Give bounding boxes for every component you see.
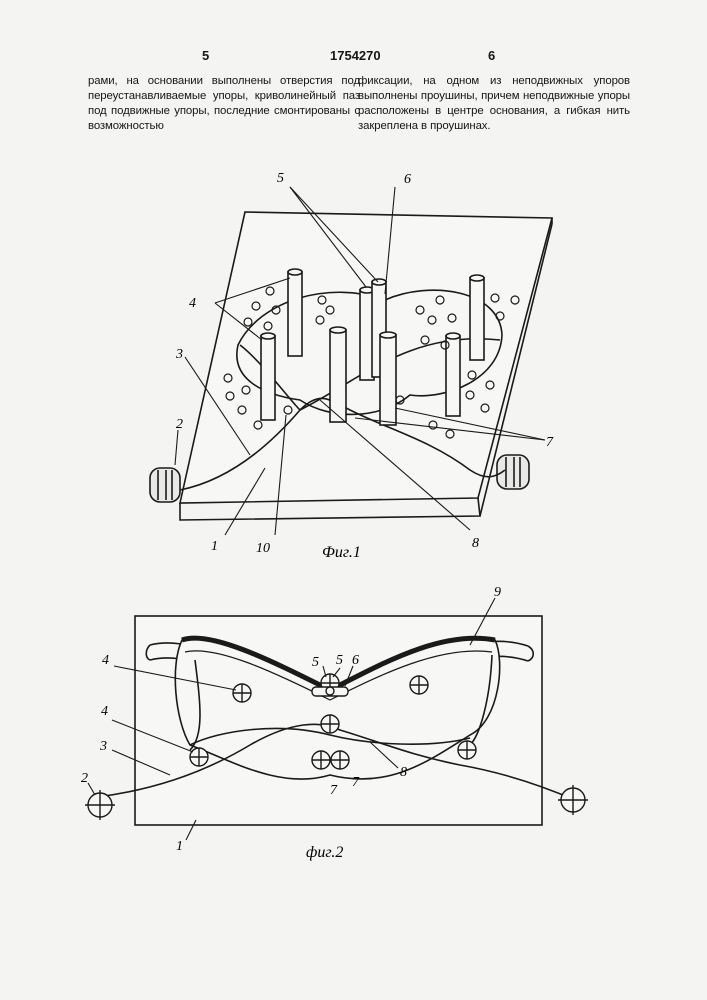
fig2-label-8: 8	[400, 765, 407, 780]
figure-2-caption: фиг.2	[306, 844, 343, 861]
fig2-label-7b: 7	[352, 775, 360, 790]
fig2-label-6: 6	[352, 653, 359, 668]
fig2-label-1: 1	[176, 839, 183, 854]
fig2-label-9: 9	[494, 585, 501, 600]
fig2-label-4a: 4	[102, 653, 109, 668]
fig2-label-5a: 5	[312, 655, 319, 670]
fig2-label-3: 3	[99, 739, 107, 754]
fig2-label-4b: 4	[101, 704, 108, 719]
fig2-label-2: 2	[81, 771, 88, 786]
fig2-label-5b: 5	[336, 653, 343, 668]
fig2-label-7a: 7	[330, 783, 338, 798]
